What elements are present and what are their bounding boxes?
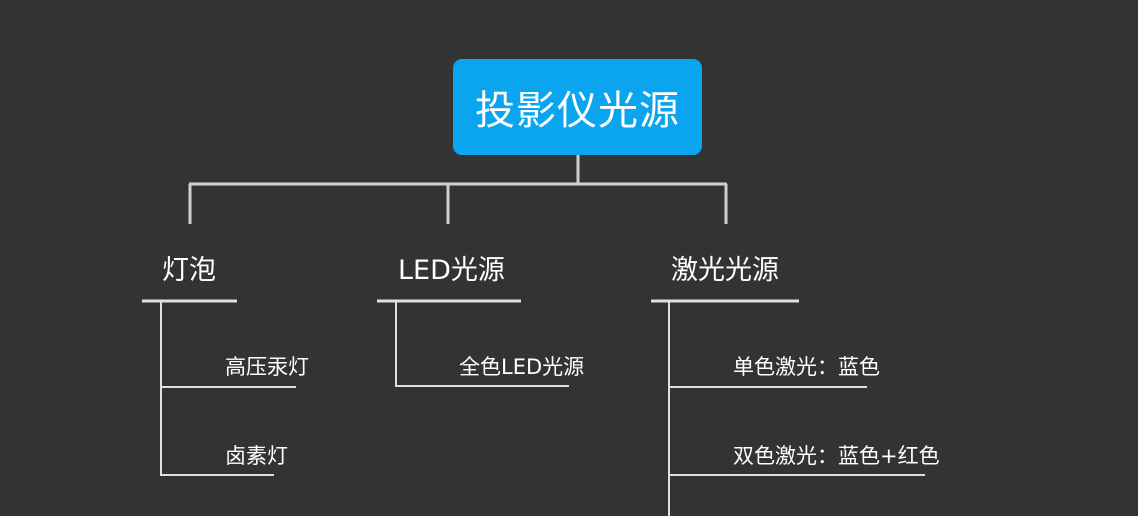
leaf-label-laser-1: 单色激光：蓝色 [733,355,880,379]
root-node-label: 投影仪光源 [475,88,680,134]
root-node: 投影仪光源 [453,59,702,155]
category-label-led: LED光源 [398,255,505,286]
leaf-label-led-1: 全色LED光源 [459,355,585,379]
leaf-label-laser-2: 双色激光：蓝色+红色 [733,444,940,468]
leaf-label-bulb-1: 高压汞灯 [225,355,309,379]
category-label-bulb: 灯泡 [162,255,216,286]
category-label-laser: 激光光源 [671,255,779,286]
leaf-label-bulb-2: 卤素灯 [225,444,288,468]
